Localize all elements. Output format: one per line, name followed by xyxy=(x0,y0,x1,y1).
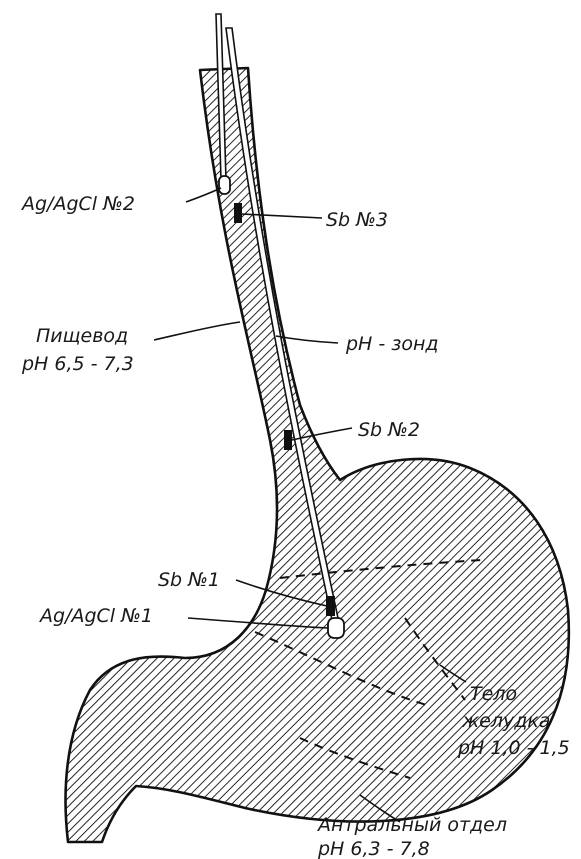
sb-electrode-2 xyxy=(284,430,292,450)
label-ag-agcl-2: Ag/AgCl №2 xyxy=(20,193,135,215)
ag-agcl-electrode-2 xyxy=(219,176,230,194)
label-ag-agcl-1: Ag/AgCl №1 xyxy=(38,605,153,627)
label-ph-probe: pH - зонд xyxy=(345,333,439,355)
label-esophagus: Пищевод xyxy=(36,325,128,347)
label-body-name-2: желудка xyxy=(461,710,550,732)
leader-esophagus xyxy=(154,322,240,340)
label-body-ph: pH 1,0 - 1,5 xyxy=(457,737,570,759)
label-antrum: Антральный отдел xyxy=(316,814,507,836)
label-antrum-ph: pH 6,3 - 7,8 xyxy=(317,838,430,859)
label-esophagus-ph: pH 6,5 - 7,3 xyxy=(21,353,134,375)
leader-ag-agcl-2 xyxy=(186,188,221,202)
label-sb-2: Sb №2 xyxy=(358,419,420,441)
label-sb-1: Sb №1 xyxy=(158,569,220,591)
ag-agcl-electrode-1 xyxy=(328,618,344,638)
label-sb-3: Sb №3 xyxy=(326,209,388,231)
sb-electrode-3 xyxy=(234,203,242,223)
sb-electrode-1 xyxy=(326,596,335,616)
label-body-name-1: Тело xyxy=(470,683,517,705)
